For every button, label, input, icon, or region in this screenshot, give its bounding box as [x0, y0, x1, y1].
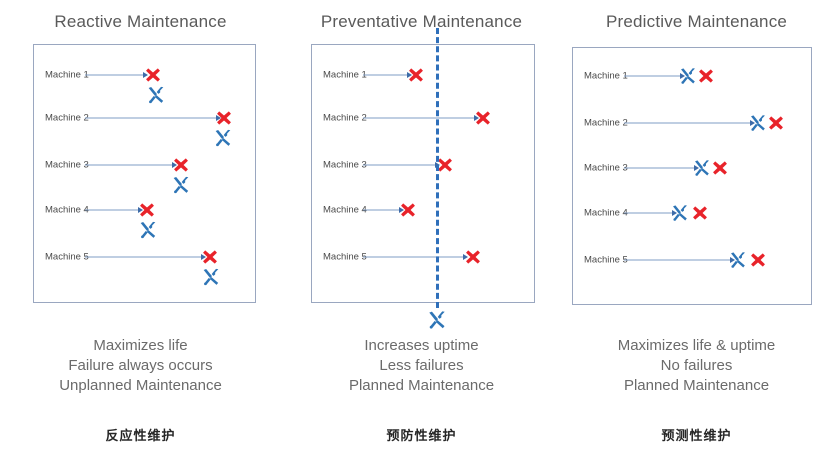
timeline-arrow-line [85, 164, 172, 166]
machine-label: Machine 3 [45, 159, 89, 171]
wrench-screwdriver-maintenance-icon [729, 251, 748, 270]
timeline-arrow-line [624, 122, 750, 124]
panel-title-preventative: Preventative Maintenance [320, 12, 523, 31]
panel-preventative-maintenance: Preventative Maintenance Machine 1 Machin… [281, 0, 562, 457]
red-x-failure-icon [139, 202, 156, 219]
wrench-screwdriver-maintenance-icon [671, 204, 690, 223]
machine-label: Machine 2 [323, 112, 367, 124]
arrow-right-icon [138, 207, 143, 213]
red-x-failure-icon [145, 67, 162, 84]
caption-line: Planned Maintenance [623, 377, 770, 394]
machine-label: Machine 1 [584, 70, 628, 82]
machine-label: Machine 3 [584, 162, 628, 174]
panel-title-predictive: Predictive Maintenance [605, 12, 788, 31]
red-x-failure-icon [173, 157, 190, 174]
machine-label: Machine 1 [323, 69, 367, 81]
arrow-right-icon [216, 115, 221, 121]
timeline-arrow-line [363, 117, 474, 119]
red-x-failure-icon [475, 110, 492, 127]
timeline-arrow-line [363, 74, 407, 76]
machine-label: Machine 2 [584, 117, 628, 129]
dashed-schedule-line [436, 28, 439, 308]
chart-box-reactive [33, 44, 256, 303]
cn-label-preventative: 预防性维护 [386, 428, 457, 443]
machine-label: Machine 5 [323, 251, 367, 263]
red-x-failure-icon [400, 202, 417, 219]
arrow-right-icon [672, 210, 677, 216]
machine-label: Machine 5 [584, 254, 628, 266]
machine-label: Machine 4 [323, 204, 367, 216]
red-x-failure-icon [698, 68, 715, 85]
caption-line: Failure always occurs [68, 357, 213, 374]
wrench-screwdriver-maintenance-icon [427, 310, 448, 331]
wrench-screwdriver-maintenance-icon [749, 114, 768, 133]
arrow-right-icon [399, 207, 404, 213]
arrow-right-icon [474, 115, 479, 121]
caption-line: Unplanned Maintenance [59, 377, 222, 394]
machine-label: Machine 1 [45, 69, 89, 81]
panel-predictive-maintenance: Predictive Maintenance Machine 1 Machine … [562, 0, 831, 457]
red-x-failure-icon [712, 160, 729, 177]
wrench-screwdriver-maintenance-icon [146, 85, 166, 105]
panel-reactive-maintenance: Reactive Maintenance Machine 1 Machine 2 M… [0, 0, 281, 457]
timeline-arrow-line [624, 75, 680, 77]
caption-line: No failures [660, 357, 733, 374]
wrench-screwdriver-maintenance-icon [171, 175, 191, 195]
arrow-right-icon [172, 162, 177, 168]
timeline-arrow-line [85, 256, 201, 258]
caption-line: Maximizes life [93, 337, 188, 354]
wrench-screwdriver-maintenance-icon [679, 67, 698, 86]
timeline-arrow-line [85, 117, 216, 119]
timeline-arrow-line [363, 256, 463, 258]
wrench-screwdriver-maintenance-icon [693, 159, 712, 178]
timeline-arrow-line [624, 167, 694, 169]
arrow-right-icon [750, 120, 755, 126]
chart-box-predictive [572, 47, 812, 305]
arrow-right-icon [680, 73, 685, 79]
timeline-arrow-line [363, 164, 435, 166]
arrow-right-icon [407, 72, 412, 78]
red-x-failure-icon [408, 67, 425, 84]
red-x-failure-icon [216, 110, 233, 127]
timeline-arrow-line [624, 212, 672, 214]
caption-line: Maximizes life & uptime [617, 337, 776, 354]
wrench-screwdriver-maintenance-icon [138, 220, 158, 240]
wrench-screwdriver-maintenance-icon [201, 267, 221, 287]
arrow-right-icon [463, 254, 468, 260]
red-x-failure-icon [750, 252, 767, 269]
machine-label: Machine 4 [584, 207, 628, 219]
red-x-failure-icon [768, 115, 785, 132]
cn-label-reactive: 反应性维护 [105, 428, 176, 443]
red-x-failure-icon [692, 205, 709, 222]
caption-line: Less failures [379, 357, 464, 374]
chart-box-preventative [311, 44, 535, 303]
panel-title-reactive: Reactive Maintenance [54, 12, 227, 31]
arrow-right-icon [201, 254, 206, 260]
arrow-right-icon [730, 257, 735, 263]
red-x-failure-icon [437, 157, 454, 174]
arrow-right-icon [143, 72, 148, 78]
wrench-screwdriver-maintenance-icon [213, 128, 233, 148]
timeline-arrow-line [624, 259, 730, 261]
red-x-failure-icon [465, 249, 482, 266]
machine-label: Machine 2 [45, 112, 89, 124]
red-x-failure-icon [202, 249, 219, 266]
arrow-right-icon [694, 165, 699, 171]
machine-label: Machine 5 [45, 251, 89, 263]
caption-line: Increases uptime [364, 337, 479, 354]
machine-label: Machine 3 [323, 159, 367, 171]
timeline-arrow-line [85, 74, 143, 76]
machine-label: Machine 4 [45, 204, 89, 216]
cn-label-predictive: 预测性维护 [661, 428, 732, 443]
timeline-arrow-line [85, 209, 138, 211]
caption-line: Planned Maintenance [348, 377, 495, 394]
timeline-arrow-line [363, 209, 399, 211]
